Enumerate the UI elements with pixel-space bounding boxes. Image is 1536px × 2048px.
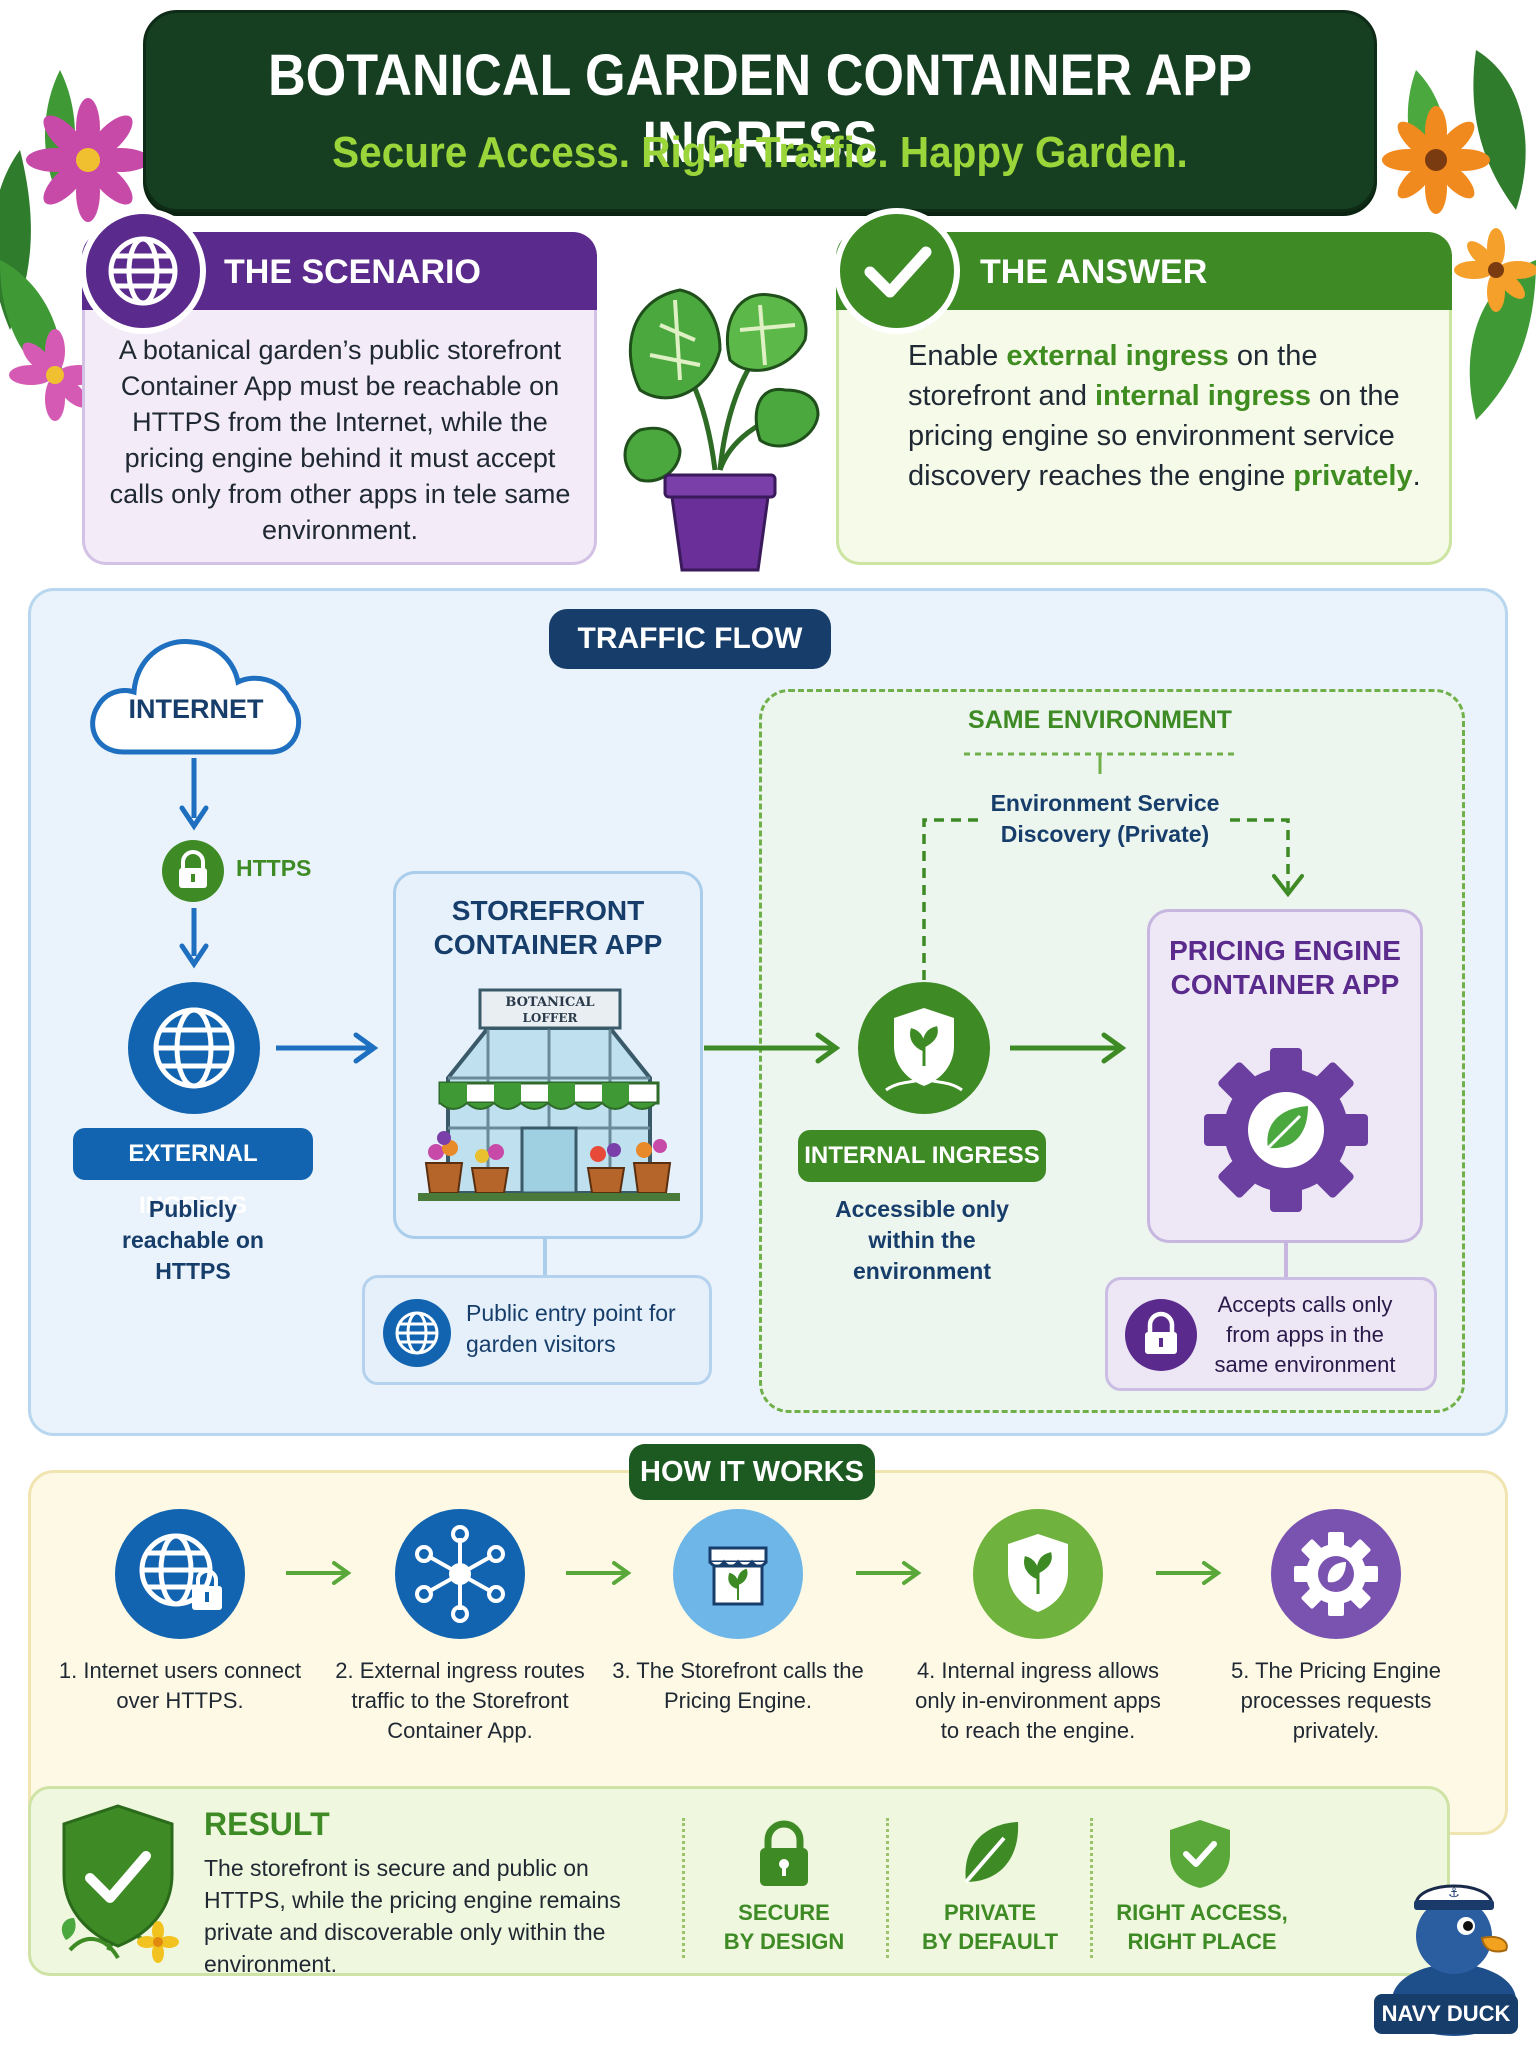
internal-ingress-highlight: internal ingress (1095, 380, 1311, 412)
internet-down-arrow (179, 758, 209, 969)
public-entry-text: Public entry point for garden visitors (466, 1300, 676, 1357)
step-3-shop-icon (673, 1509, 803, 1639)
https-label: HTTPS (236, 855, 312, 881)
flower-decoration-right-icon (1382, 50, 1536, 420)
gear-leaf-icon (1204, 1048, 1368, 1212)
scenario-text: A botanical garden’s public storefront C… (109, 335, 571, 545)
result-divider-1 (682, 1818, 685, 1958)
result-title: RESULT (204, 1806, 330, 1842)
greenhouse-shop-icon: BOTANICAL LOFFER (418, 988, 680, 1201)
pricing-connector (1284, 1242, 1288, 1278)
storefront-to-internal-arrow (704, 1032, 841, 1064)
step-2-routing-hub-icon (395, 1509, 525, 1639)
step-arrow-4 (1156, 1561, 1222, 1585)
greenhouse-sign-line1: BOTANICAL (505, 995, 594, 1010)
potted-plant-icon (623, 288, 820, 572)
header-banner (143, 10, 1377, 212)
external-ingress-label: EXTERNAL INGRESS (73, 1128, 313, 1219)
right-access-shield-icon (1170, 1820, 1230, 1888)
step-1-globe-lock-icon (115, 1509, 245, 1639)
internal-ingress-description: Accessible only within the environment (835, 1196, 1009, 1284)
step-4-text: 4. Internal ingress allows only in-envir… (915, 1658, 1161, 1743)
greenhouse-sign-line2: LOFFER (522, 1011, 578, 1025)
privately-highlight: privately (1293, 460, 1413, 492)
https-lock-icon (162, 840, 224, 902)
scenario-card (82, 310, 597, 565)
answer-text: Enable external ingress on the storefron… (908, 340, 1421, 492)
flower-decoration-left-icon (0, 70, 150, 421)
right-access-label: RIGHT ACCESS,RIGHT PLACE (1116, 1900, 1288, 1954)
internal-ingress-shield-icon (858, 982, 990, 1114)
external-ingress-description: Publicly reachable on HTTPS (122, 1196, 264, 1284)
public-entry-globe-icon (383, 1299, 451, 1367)
external-ingress-highlight: external ingress (1006, 340, 1229, 372)
traffic-flow-title: TRAFFIC FLOW (549, 609, 831, 669)
external-to-storefront-arrow (276, 1032, 379, 1064)
same-environment-label: SAME ENVIRONMENT (968, 706, 1232, 734)
external-ingress-globe-icon (128, 982, 260, 1114)
internal-to-pricing-arrow (1010, 1032, 1127, 1064)
navy-duck-label: NAVY DUCK (1374, 1994, 1518, 2034)
how-it-works-title: HOW IT WORKS (629, 1444, 875, 1500)
step-3-text: 3. The Storefront calls the Pricing Engi… (612, 1658, 864, 1713)
private-lock-icon (1125, 1299, 1197, 1371)
result-shield-check-icon (61, 1804, 179, 1963)
svg-text:⚓: ⚓ (1448, 1886, 1460, 1901)
step-arrow-3 (856, 1561, 922, 1585)
step-arrow-2 (566, 1561, 632, 1585)
step-2-text: 2. External ingress routes traffic to th… (335, 1658, 585, 1743)
internet-label: INTERNET (128, 694, 264, 724)
internet-cloud-icon (90, 639, 302, 755)
step-arrow-1 (286, 1561, 352, 1585)
result-divider-2 (886, 1818, 889, 1958)
same-environment-underline (964, 752, 1236, 774)
answer-card (836, 310, 1452, 565)
checkmark-icon (864, 246, 932, 298)
secure-lock-icon (760, 1820, 808, 1886)
step-1-text: 1. Internet users connect over HTTPS. (58, 1658, 302, 1713)
result-text: The storefront is secure and public on H… (204, 1855, 621, 1977)
private-leaf-icon (964, 1822, 1019, 1884)
storefront-connector (543, 1238, 547, 1276)
answer-badge (834, 208, 960, 334)
page-title: BOTANICAL GARDEN CONTAINER APP INGRESS (267, 43, 1253, 175)
service-discovery-dashed-path (922, 818, 1304, 980)
globe-icon (108, 236, 178, 306)
internal-ingress-label: INTERNAL INGRESS (798, 1130, 1046, 1182)
step-5-gear-icon (1271, 1509, 1401, 1639)
step-4-shield-leaf-icon (973, 1509, 1103, 1639)
scenario-badge (80, 208, 206, 334)
page-subtitle: Secure Access. Right Traffic. Happy Gard… (332, 128, 1188, 177)
step-5-text: 5. The Pricing Engine processes requests… (1231, 1658, 1441, 1743)
result-divider-3 (1090, 1818, 1093, 1958)
accepts-calls-text: Accepts calls only from apps in the same… (1214, 1292, 1396, 1377)
